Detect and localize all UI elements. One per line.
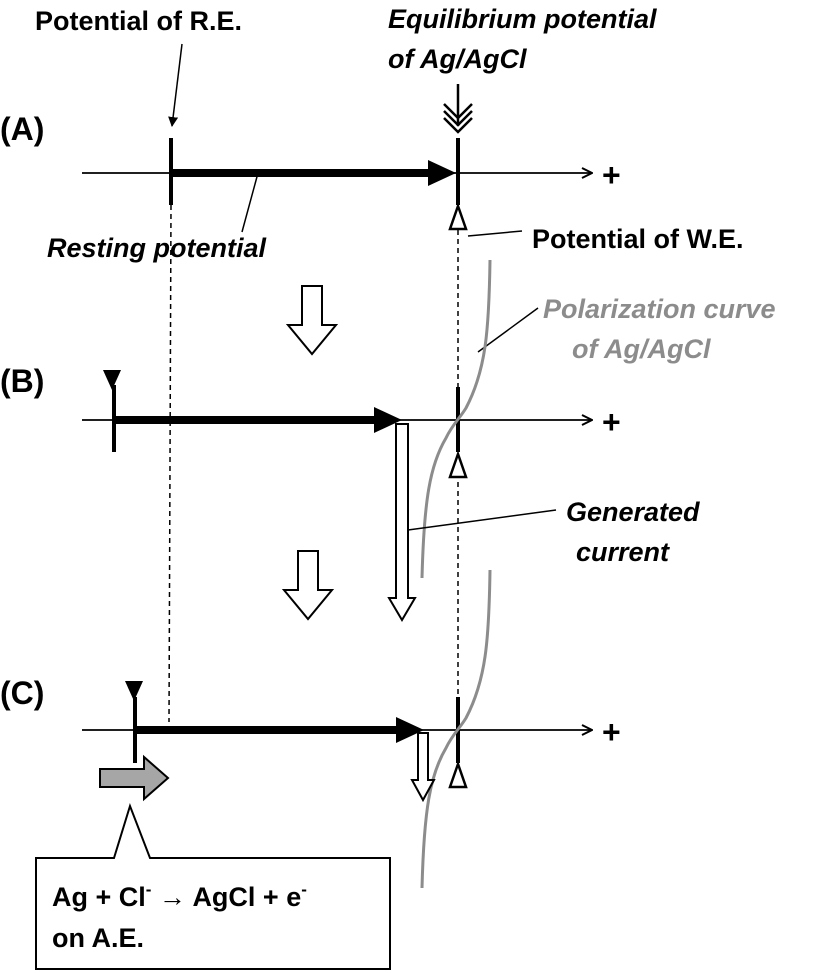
reaction-equation: Ag + Cl- → AgCl + e- (52, 880, 307, 912)
generated-label-leader (407, 509, 557, 531)
re-pointer-line (168, 43, 183, 127)
polarization-label-line2: of Ag/AgCl (572, 334, 711, 364)
resting-potential-leader (241, 172, 259, 233)
potential-we-label: Potential of W.E. (532, 224, 744, 254)
polarization-curve-b (420, 259, 492, 579)
equilibrium-label-line1: Equilibrium potential (388, 4, 657, 34)
we-marker-a-icon (448, 202, 468, 231)
we-marker-c-icon (448, 760, 468, 789)
resting-potential-label: Resting potential (47, 233, 267, 263)
re-dashed-guide (168, 204, 172, 723)
generated-current-arrow-b-icon (387, 423, 417, 622)
plus-sign-c: + (602, 714, 621, 750)
polarization-label-line1: Polarization curve (543, 294, 776, 324)
transition-arrow-bc-icon (281, 550, 335, 621)
plus-sign-a: + (602, 157, 621, 193)
polarization-curve-c (420, 569, 492, 889)
re-shift-arrow-icon (99, 754, 170, 802)
panel-a-label: (A) (0, 111, 44, 147)
equilibrium-triple-arrow-icon (443, 84, 473, 134)
transition-arrow-ab-icon (285, 285, 339, 356)
generated-current-arrow-c-icon (410, 732, 436, 803)
potential-difference-arrowhead-a (428, 160, 456, 186)
reaction-sup-1: - (146, 880, 152, 899)
potential-re-label: Potential of R.E. (35, 6, 242, 36)
reaction-ag-cl: Ag + Cl (52, 882, 146, 912)
polarization-label-leader (477, 307, 539, 353)
potential-difference-arrowhead-c (396, 717, 424, 743)
potential-difference-arrowhead-b (374, 407, 402, 433)
reaction-callout-box (35, 802, 391, 970)
plus-sign-b: + (602, 404, 621, 440)
re-marker-c-icon (125, 681, 143, 701)
generated-label-line1: Generated (566, 497, 700, 527)
generated-label-line2: current (576, 537, 670, 567)
equilibrium-label-line2: of Ag/AgCl (388, 44, 527, 74)
we-marker-b-icon (448, 450, 468, 479)
panel-c-label: (C) (0, 675, 44, 711)
panel-b-label: (B) (0, 363, 44, 399)
reaction-products: → AgCl + e (151, 882, 301, 912)
reaction-location: on A.E. (52, 923, 144, 953)
re-marker-b-icon (103, 370, 121, 390)
reaction-sup-2: - (301, 880, 307, 899)
we-label-leader (467, 230, 523, 237)
